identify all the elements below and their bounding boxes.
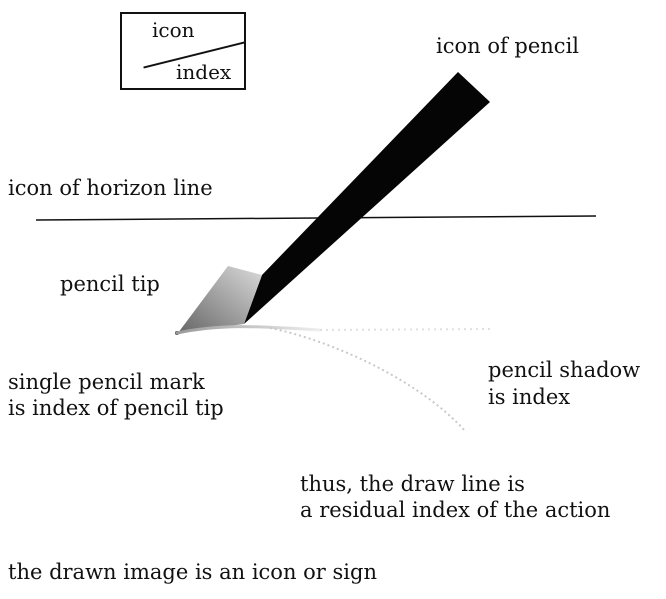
label-icon-of-pencil: icon of pencil xyxy=(436,34,580,58)
pencil-tip-shape xyxy=(178,266,262,333)
pencil-body xyxy=(244,72,490,324)
pencil-shadow-line xyxy=(269,327,467,433)
pencil-mark-line xyxy=(175,325,322,335)
label-pencil-tip: pencil tip xyxy=(60,272,160,296)
label-footer: the drawn image is an icon or sign xyxy=(8,560,377,584)
icon-index-legend-box: icon index xyxy=(120,12,246,90)
pencil-mark-fade xyxy=(319,328,491,331)
label-residual-line-2: a residual index of the action xyxy=(300,498,611,522)
label-single-mark-line-1: single pencil mark xyxy=(8,370,205,394)
label-pencil-shadow-line-1: pencil shadow xyxy=(488,358,641,382)
label-residual-line-1: thus, the draw line is xyxy=(300,472,525,496)
legend-icon-text: icon xyxy=(152,18,195,42)
legend-index-text: index xyxy=(176,60,232,84)
label-pencil-shadow-line-2: is index xyxy=(488,385,571,409)
label-icon-of-horizon-line: icon of horizon line xyxy=(8,176,213,200)
horizon-line xyxy=(35,215,597,221)
label-single-mark-line-2: is index of pencil tip xyxy=(8,396,224,420)
